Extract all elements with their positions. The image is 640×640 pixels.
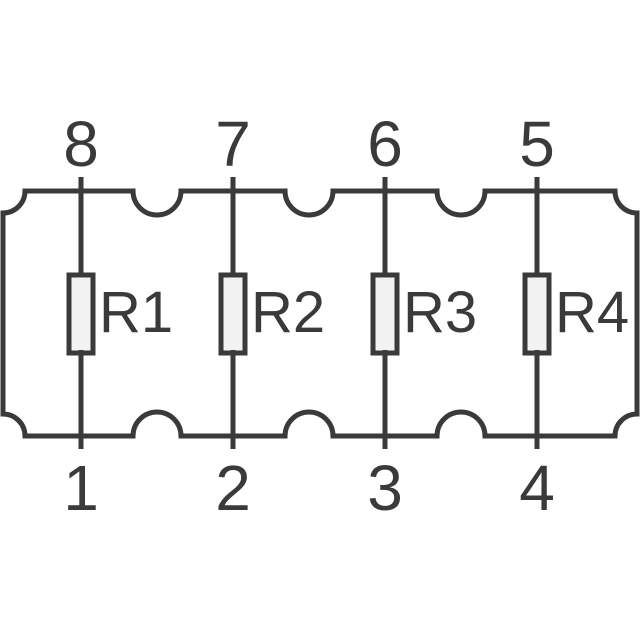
resistor-label: R4 xyxy=(555,280,629,345)
bottom-pin-number: 1 xyxy=(63,452,99,524)
schematic-root: 8 1 R1 7 2 R2 6 3 xyxy=(0,108,640,524)
resistor-body xyxy=(66,272,96,356)
bottom-pin-number: 3 xyxy=(367,452,403,524)
resistor-body xyxy=(522,272,552,356)
resistor-unit-r2: 7 2 R2 xyxy=(215,108,325,524)
component-body-outline xyxy=(0,188,640,439)
top-pin-number: 5 xyxy=(519,108,555,180)
resistor-body xyxy=(370,272,400,356)
resistor-label: R3 xyxy=(403,280,477,345)
top-pin-number: 8 xyxy=(63,108,99,180)
resistor-label: R2 xyxy=(251,280,325,345)
resistor-unit-r4: 5 4 R4 xyxy=(519,108,629,524)
resistor-unit-r3: 6 3 R3 xyxy=(367,108,477,524)
resistor-body xyxy=(218,272,248,356)
bottom-pin-number: 2 xyxy=(215,452,251,524)
top-pin-number: 7 xyxy=(215,108,251,180)
bottom-pin-number: 4 xyxy=(519,452,555,524)
top-pin-number: 6 xyxy=(367,108,403,180)
resistor-label: R1 xyxy=(99,280,173,345)
resistor-unit-r1: 8 1 R1 xyxy=(63,108,173,524)
